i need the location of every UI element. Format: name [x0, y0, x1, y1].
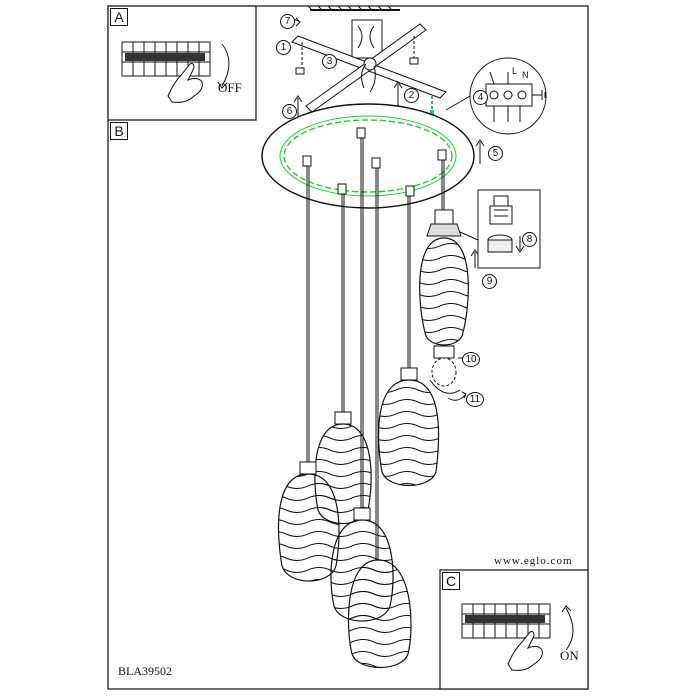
off-label: OFF	[218, 80, 242, 95]
bulb-detail	[429, 379, 467, 401]
lamp-shade	[377, 367, 440, 486]
circuit-breaker-icon	[121, 41, 211, 77]
step-6: 6	[282, 104, 297, 119]
step-8: 8	[522, 232, 537, 247]
panel-label-c: C	[442, 572, 460, 590]
suspension-cables	[306, 138, 445, 560]
step-9: 9	[482, 274, 497, 289]
website-label: www.eglo.com	[494, 555, 573, 567]
earth-ground-icon	[532, 90, 546, 100]
terminal-block-detail	[469, 57, 547, 135]
step-1: 1	[276, 40, 291, 55]
lampholder-detail-box	[477, 189, 541, 269]
ceiling-canopy	[261, 103, 475, 209]
lamp-shade	[347, 559, 412, 669]
step-5: 5	[488, 146, 503, 161]
step-11: 11	[466, 392, 484, 407]
step-10: 10	[462, 352, 480, 367]
step-3: 3	[322, 54, 337, 69]
step-7: 7	[280, 14, 295, 29]
hand-icon	[167, 63, 203, 103]
step-4: 4	[473, 90, 488, 105]
panel-label-b: B	[110, 122, 128, 140]
model-number: BLA39502	[118, 664, 172, 678]
panel-label-a: A	[110, 8, 128, 26]
on-label: ON	[560, 648, 579, 663]
terminal-l: L	[512, 66, 518, 76]
terminal-n: N	[522, 70, 529, 80]
lamp-shade	[277, 461, 340, 582]
circuit-breaker-icon	[461, 603, 551, 639]
step-2: 2	[404, 88, 419, 103]
rotate-arrow-icon	[217, 43, 230, 89]
lamp-shade	[419, 209, 469, 387]
rotate-arrow-icon	[561, 605, 574, 651]
ceiling-mark	[307, 5, 400, 11]
mounting-bracket	[291, 23, 447, 113]
hand-icon	[507, 631, 543, 671]
